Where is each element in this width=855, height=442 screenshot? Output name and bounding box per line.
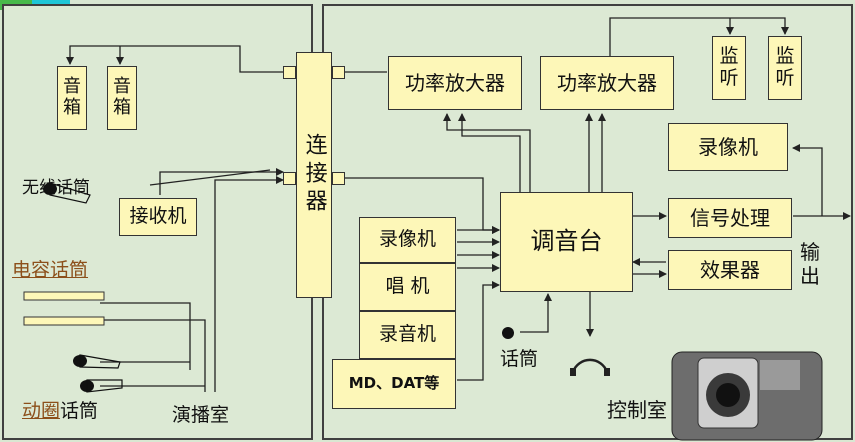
tape-recorder-box: 录音机 — [359, 311, 456, 359]
connector-port-mr — [332, 172, 345, 185]
md-dat-box: MD、DAT等 — [332, 359, 456, 409]
condenser-mic-label: 电容话筒 — [12, 259, 89, 281]
mixer-box: 调音台 — [500, 192, 633, 292]
video-recorder-in-box: 录像机 — [359, 217, 456, 263]
connector-port-tl — [283, 66, 296, 79]
connector-port-ml — [283, 172, 296, 185]
speaker-box-1: 音箱 — [57, 66, 87, 130]
monitor-1-box: 监听 — [712, 36, 746, 100]
camcorder-icon — [671, 351, 823, 441]
dynamic-mic-suffix: 话筒 — [60, 400, 99, 422]
speaker-box-2: 音箱 — [107, 66, 137, 130]
wireless-mic-label: 无线话筒 — [22, 178, 90, 198]
signal-processing-box: 信号处理 — [668, 198, 792, 238]
mic-label: 话筒 — [500, 348, 539, 370]
effects-box: 效果器 — [668, 250, 792, 290]
connector-port-tr — [332, 66, 345, 79]
receiver-box: 接收机 — [119, 198, 197, 236]
turntable-box: 唱 机 — [359, 263, 456, 311]
microphone-icons — [43, 182, 514, 393]
monitor-2-box: 监听 — [768, 36, 802, 100]
output-label: 输出 — [800, 240, 820, 288]
studio-label: 演播室 — [172, 404, 230, 426]
power-amp-1-box: 功率放大器 — [388, 56, 522, 110]
headphone-icon — [571, 358, 609, 373]
power-amp-2-box: 功率放大器 — [540, 56, 674, 110]
condenser-mic-bars — [23, 291, 105, 326]
dynamic-mic-prefix: 动圈 — [22, 400, 61, 422]
video-recorder-out-box: 录像机 — [668, 123, 788, 171]
dynamic-mic-label: 动圈话筒 — [22, 402, 98, 421]
control-room-label: 控制室 — [607, 398, 667, 422]
connector-box: 连接器 — [296, 52, 332, 298]
